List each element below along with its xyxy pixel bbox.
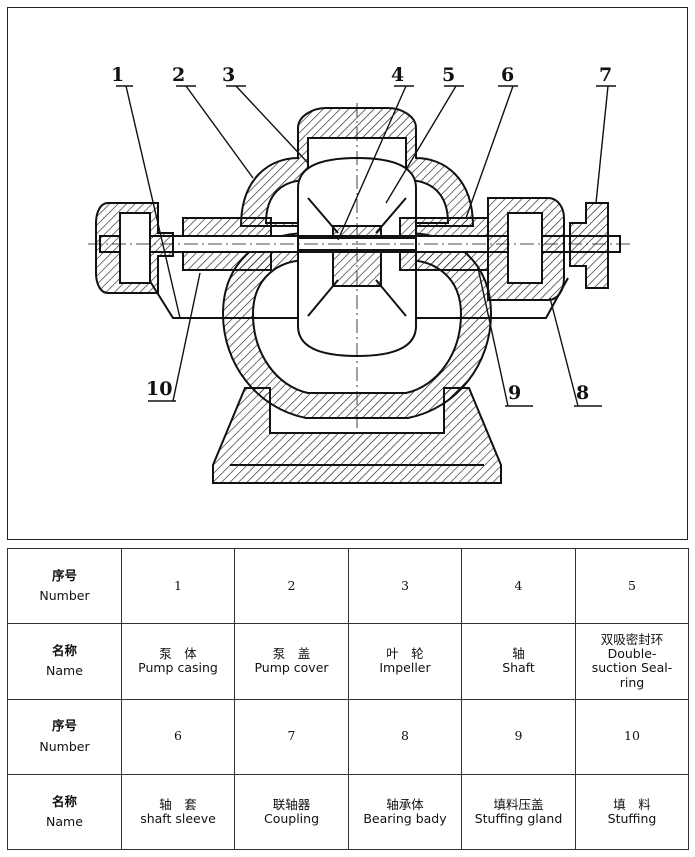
- callout-9: 9: [508, 382, 522, 404]
- part-number: 7: [234, 698, 349, 775]
- callout-8: 8: [576, 382, 590, 404]
- callout-2: 2: [172, 64, 186, 86]
- callout-4: 4: [391, 64, 405, 86]
- callout-5: 5: [442, 64, 456, 86]
- callout-1: 1: [111, 64, 125, 86]
- row-header-number: 序号 Number: [7, 547, 122, 625]
- callout-6: 6: [501, 64, 515, 86]
- row-header-name: 名称 Name: [7, 623, 122, 700]
- part-number: 5: [575, 547, 689, 625]
- pump-cross-section-drawing: [88, 85, 630, 484]
- row-header-number: 序号 Number: [7, 698, 122, 775]
- part-number: 4: [461, 547, 576, 625]
- callout-7: 7: [599, 64, 613, 86]
- part-number: 1: [121, 547, 235, 625]
- part-number: 2: [234, 547, 349, 625]
- part-number: 6: [121, 698, 235, 775]
- row-header-name: 名称 Name: [7, 773, 122, 851]
- table-row: 序号 Number 1 2 3 4 5: [7, 547, 689, 625]
- part-number: 10: [575, 698, 689, 775]
- callout-3: 3: [222, 64, 236, 86]
- drawing-frame: 1 2 3 4 5 6 7 8 9 10: [7, 7, 688, 540]
- part-number: 9: [461, 698, 576, 775]
- part-number: 8: [348, 698, 462, 775]
- callout-10: 10: [146, 378, 173, 400]
- table-row: 序号 Number 6 7 8 9 10: [7, 698, 689, 775]
- part-number: 3: [348, 547, 462, 625]
